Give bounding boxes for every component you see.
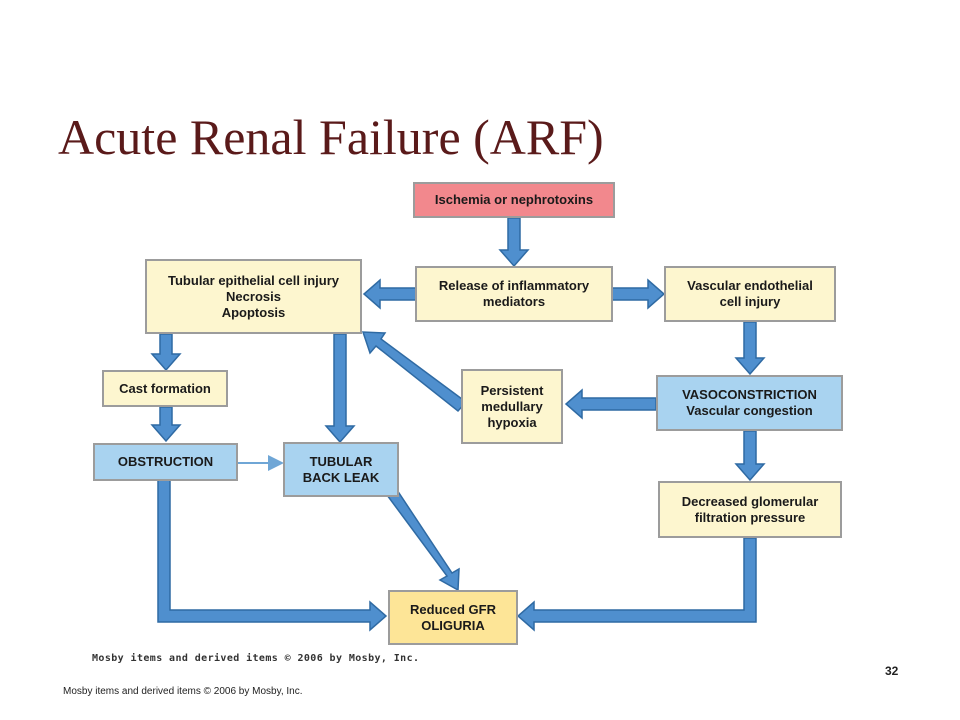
arrow-tubular-to-backleak <box>324 333 356 444</box>
node-decreased-line1: Decreased glomerular <box>681 493 819 509</box>
node-release-line1: Release of inflammatory <box>438 278 590 293</box>
node-reduced-line1: Reduced GFR <box>410 601 496 617</box>
node-hypoxia-line3: hypoxia <box>487 414 537 430</box>
node-vascular-line2: cell injury <box>719 294 781 309</box>
node-vascular-injury: Vascular endothelial cell injury <box>664 266 836 322</box>
arrow-vasoconstriction-to-hypoxia <box>564 388 657 420</box>
node-reduced-gfr: Reduced GFR OLIGURIA <box>388 590 518 645</box>
node-tubular-back-leak: TUBULAR BACK LEAK <box>283 442 399 497</box>
figure-credit: Mosby items and derived items © 2006 by … <box>92 653 420 664</box>
arrow-release-to-vascular <box>611 278 666 310</box>
node-backleak-line1: TUBULAR <box>309 453 373 469</box>
node-decreased-filtration: Decreased glomerular filtration pressure <box>658 481 842 538</box>
node-obstruction-text: OBSTRUCTION <box>117 454 214 469</box>
arrow-ischemia-to-release <box>498 217 530 268</box>
page-number: 32 <box>885 664 899 678</box>
node-release-line2: mediators <box>482 294 546 309</box>
arrow-vasoconstriction-to-decreased <box>734 430 766 482</box>
node-cast-text: Cast formation <box>119 380 211 396</box>
node-decreased-line2: filtration pressure <box>694 509 806 525</box>
node-obstruction: OBSTRUCTION <box>93 443 238 481</box>
node-hypoxia: Persistent medullary hypoxia <box>461 369 563 444</box>
node-ischemia: Ischemia or nephrotoxins <box>413 182 615 218</box>
node-tubular-line1: Tubular epithelial cell injury <box>168 272 339 288</box>
arrow-cast-to-obstruction <box>150 406 182 443</box>
node-vasoconstriction-line2: Vascular congestion <box>686 403 813 418</box>
node-reduced-line2: OLIGURIA <box>421 617 485 633</box>
slide-footer: Mosby items and derived items © 2006 by … <box>63 686 303 697</box>
arrow-hypoxia-to-tubular <box>361 331 468 413</box>
node-vasoconstriction-line1: VASOCONSTRICTION <box>682 387 817 402</box>
node-tubular-line3: Apoptosis <box>221 304 286 320</box>
node-release-mediators: Release of inflammatory mediators <box>415 266 613 322</box>
node-tubular-injury: Tubular epithelial cell injury Necrosis … <box>145 259 362 334</box>
arrow-vascular-to-vasoconstriction <box>734 321 766 376</box>
arrow-backleak-to-reduced <box>385 489 460 592</box>
node-tubular-line2: Necrosis <box>226 288 281 304</box>
node-hypoxia-line1: Persistent <box>480 382 544 398</box>
arrow-tubular-to-cast <box>150 333 182 372</box>
slide-title: Acute Renal Failure (ARF) <box>58 109 604 165</box>
node-ischemia-text: Ischemia or nephrotoxins <box>434 192 594 207</box>
node-hypoxia-line2: medullary <box>481 398 543 414</box>
node-backleak-line2: BACK LEAK <box>302 469 380 485</box>
node-vasoconstriction: VASOCONSTRICTION Vascular congestion <box>656 375 843 431</box>
node-vascular-line1: Vascular endothelial <box>687 278 813 293</box>
arrow-obstruction-to-reduced <box>157 479 388 632</box>
arrow-release-to-tubular <box>362 278 417 310</box>
arrow-decreased-to-reduced <box>516 537 757 632</box>
node-cast-formation: Cast formation <box>102 370 228 407</box>
